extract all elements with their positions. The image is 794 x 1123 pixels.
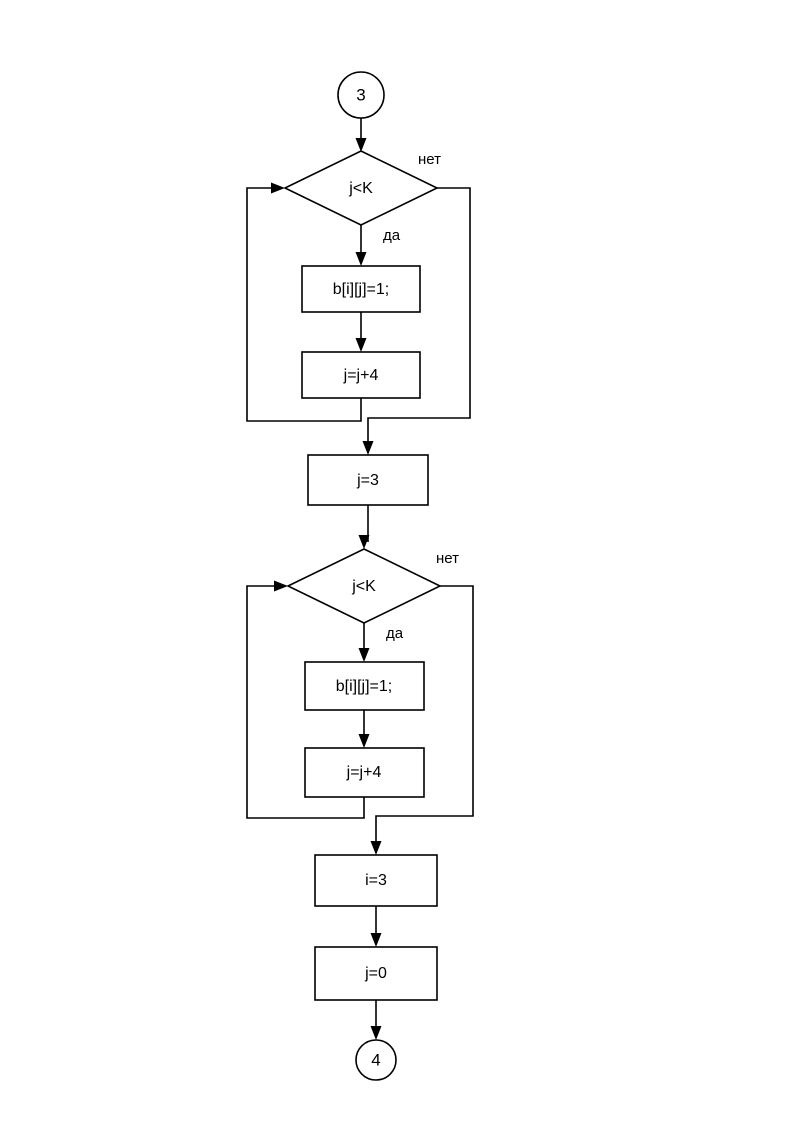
process-7-label: j=0 [364, 965, 387, 982]
edge-process3-to-decision2 [358, 505, 370, 549]
process-2-label: j=j+4 [343, 367, 379, 384]
edge-decision2-yes-to-process4 [358, 623, 370, 662]
decision-2-no-label: нет [436, 550, 459, 567]
edge-process1-to-process2 [355, 312, 367, 352]
decision-1-label: j<K [348, 180, 373, 197]
arrow-head-icon [358, 648, 370, 662]
edge-decision1-yes-to-process1 [355, 225, 367, 266]
process-6-node: i=3 [314, 854, 438, 907]
process-3-label: j=3 [356, 472, 379, 489]
exit-connector-circle [355, 1039, 397, 1081]
process-2-node: j=j+4 [301, 351, 421, 399]
process-6-box [314, 854, 438, 907]
process-6-label: i=3 [365, 872, 387, 889]
edge-decision2-no-to-process6 [370, 585, 474, 855]
process-1-label: b[i][j]=1; [333, 281, 389, 298]
arrow-head-icon [370, 1026, 382, 1040]
edge-process4-to-process5 [358, 710, 370, 748]
arrow-head-icon [362, 441, 374, 455]
decision-1-no-label: нет [418, 151, 441, 168]
exit-connector-node: 4 [355, 1039, 397, 1081]
process-4-label: b[i][j]=1; [336, 678, 392, 695]
process-7-box [314, 946, 438, 1001]
edge-decision1-no-to-process3 [362, 187, 471, 455]
process-4-node: b[i][j]=1; [304, 661, 425, 711]
process-2-box [301, 351, 421, 399]
arrow-head-icon [355, 338, 367, 352]
process-3-node: j=3 [307, 454, 429, 506]
arrow-head-icon [271, 182, 285, 194]
arrow-head-icon [370, 841, 382, 855]
process-5-node: j=j+4 [304, 747, 425, 798]
process-1-box [301, 265, 421, 313]
arrow-head-icon [355, 252, 367, 266]
decision-2-label: j<K [351, 578, 376, 595]
arrow-head-icon [355, 138, 367, 152]
edge-process6-to-process7 [370, 906, 382, 947]
decision-2-node: j<K [286, 548, 442, 624]
arrow-head-icon [274, 580, 288, 592]
edge-process7-to-exit [370, 1000, 382, 1040]
process-5-label: j=j+4 [346, 764, 382, 781]
decision-1-node: j<K [283, 150, 439, 226]
decision-2-yes-label: да [386, 625, 404, 642]
arrow-head-icon [370, 933, 382, 947]
arrow-head-icon [358, 535, 370, 549]
edge-loop-back-1 [246, 182, 362, 422]
edge-loop-back-2 [246, 580, 365, 819]
exit-connector-label: 4 [371, 1050, 380, 1069]
entry-connector-node: 3 [337, 71, 385, 119]
process-1-node: b[i][j]=1; [301, 265, 421, 313]
edge-entry-to-decision1 [355, 118, 367, 152]
decision-1-yes-label: да [383, 227, 401, 244]
arrow-head-icon [358, 734, 370, 748]
process-7-node: j=0 [314, 946, 438, 1001]
process-3-box [307, 454, 429, 506]
entry-connector-label: 3 [356, 85, 365, 104]
